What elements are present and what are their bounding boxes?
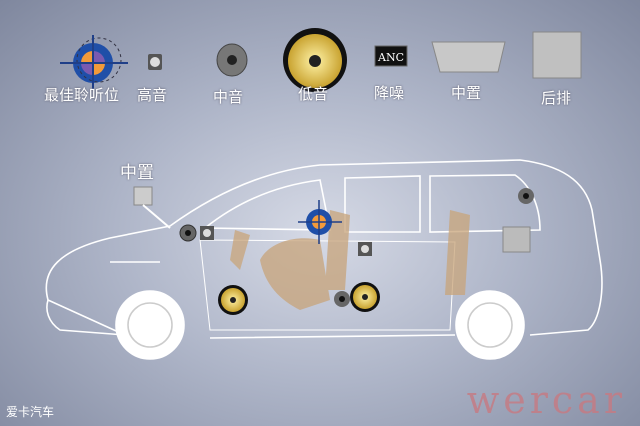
listening-position-icon (60, 35, 128, 90)
watermark: wercar (466, 378, 626, 422)
legend-center: 中置 (451, 84, 482, 102)
legend-listening-position: 最佳聆听位 (44, 86, 120, 104)
legend-rear: 后排 (541, 89, 572, 107)
tweeter-icon (148, 54, 162, 70)
source-label: 爱卡汽车 (6, 405, 55, 419)
seats (230, 210, 470, 310)
center-speaker-marker (133, 186, 171, 229)
center-speaker-icon (431, 41, 506, 73)
front-midrange (179, 224, 197, 242)
rear-speaker-icon (532, 31, 582, 79)
center-callout-label: 中置 (120, 163, 154, 183)
anc-badge: ANC (377, 51, 404, 64)
legend-midrange: 中音 (213, 88, 244, 106)
legend-tweeter: 高音 (137, 86, 168, 104)
legend-anc: 降噪 (374, 84, 405, 102)
woofer-icon (283, 28, 347, 92)
legend-woofer: 低音 (298, 85, 329, 103)
rear-speaker-marker (502, 226, 531, 253)
rear-tweeter (358, 242, 372, 256)
front-tweeter (200, 226, 214, 240)
midrange-icon (216, 43, 248, 77)
rear-midrange (334, 291, 350, 307)
front-woofer (218, 285, 248, 315)
rear-woofer (350, 282, 380, 312)
anc-icon (374, 45, 408, 67)
car-outline (45, 159, 603, 360)
listening-position-marker (298, 200, 342, 244)
pillar-midrange (518, 188, 534, 204)
